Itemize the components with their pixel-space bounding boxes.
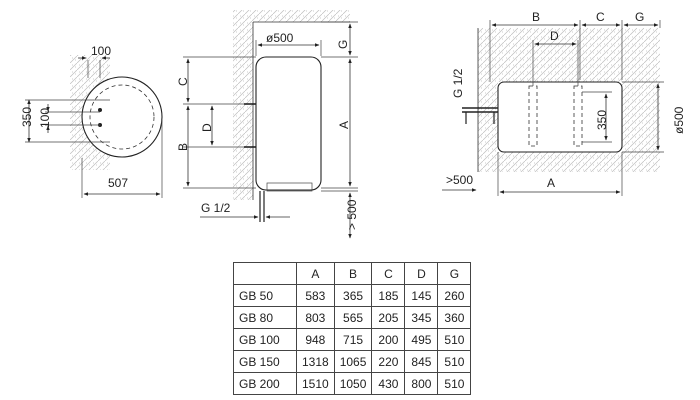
- table-header-cell: [233, 262, 297, 285]
- dim-100-left: 100: [38, 108, 52, 128]
- dim-b-h: B: [532, 10, 540, 24]
- dim-a-h: A: [547, 176, 555, 190]
- dim-g: G: [336, 40, 350, 49]
- side-view: ø500 G A C B D G 1/2 > 500: [176, 10, 359, 239]
- dim-g-h: G: [635, 10, 644, 24]
- table-cell: 220: [371, 350, 406, 373]
- table-cell: 715: [333, 328, 373, 351]
- table-cell: 803: [296, 306, 335, 329]
- inner-circle: [89, 84, 155, 150]
- table-header-row: A B C D G: [233, 262, 472, 285]
- table-cell: 565: [333, 306, 373, 329]
- table-cell: 1510: [296, 372, 335, 395]
- table-cell: 205: [371, 306, 406, 329]
- table-row: GB 150 1318 1065 220 845 510: [233, 350, 472, 373]
- table-cell: 345: [404, 306, 439, 329]
- table-cell: 510: [437, 328, 472, 351]
- table-row: GB 50 583 365 185 145 260: [233, 284, 472, 307]
- table-cell: 430: [371, 372, 406, 395]
- ceiling: [233, 10, 350, 22]
- front-view: 100 350 100 507: [20, 44, 163, 198]
- table-cell: GB 50: [233, 284, 297, 307]
- dim-c-h: C: [596, 10, 605, 24]
- table-cell: 510: [437, 350, 472, 373]
- dim-350: 350: [20, 107, 34, 127]
- dim-350-h: 350: [595, 110, 609, 130]
- dim-d-h: D: [550, 29, 559, 43]
- table-row: GB 200 1510 1050 430 800 510: [233, 372, 472, 395]
- dim-507: 507: [108, 176, 128, 190]
- table-cell: 1318: [296, 350, 335, 373]
- table-row: GB 80 803 565 205 345 360: [233, 306, 472, 329]
- tank-circle: [81, 76, 163, 158]
- dim-diameter-h: ø500: [672, 106, 686, 134]
- table-header-cell: A: [296, 262, 335, 285]
- table-cell: 510: [437, 372, 472, 395]
- table-cell: 1065: [333, 350, 373, 373]
- dim-gthread: G 1/2: [201, 201, 231, 215]
- table-cell: GB 100: [233, 328, 297, 351]
- wall-vertical: [233, 10, 253, 200]
- horizontal-view: B C G D G 1/2 350 ø500 >500 A: [442, 10, 686, 196]
- table-header-cell: D: [404, 262, 439, 285]
- table-cell: 260: [437, 284, 472, 307]
- table-cell: 145: [404, 284, 439, 307]
- dim-d: D: [200, 123, 214, 132]
- dim-diameter: ø500: [266, 31, 294, 45]
- dim-clearance-h: >500: [446, 173, 473, 187]
- table-cell: 845: [404, 350, 439, 373]
- dim-clearance: > 500: [345, 199, 359, 230]
- table-cell: 948: [296, 328, 335, 351]
- table-cell: 583: [296, 284, 335, 307]
- dim-100-top: 100: [91, 44, 111, 58]
- dimensions-table: A B C D G GB 50 583 365 185 145 260 GB 8…: [233, 262, 472, 395]
- pipe-outlet: [98, 108, 102, 112]
- table-cell: 360: [437, 306, 472, 329]
- tank-body: [255, 56, 322, 191]
- table-cell: 800: [404, 372, 439, 395]
- table-header-cell: B: [333, 262, 373, 285]
- table-cell: GB 80: [233, 306, 297, 329]
- table-cell: GB 200: [233, 372, 297, 395]
- table-cell: 200: [371, 328, 406, 351]
- table-header-cell: C: [371, 262, 406, 285]
- dim-gthread-h: G 1/2: [451, 68, 465, 98]
- table-cell: 495: [404, 328, 439, 351]
- dim-b: B: [176, 143, 190, 151]
- dim-c: C: [176, 77, 190, 86]
- table-cell: GB 150: [233, 350, 297, 373]
- table-cell: 1050: [333, 372, 373, 395]
- dim-a: A: [337, 121, 351, 129]
- table-cell: 185: [371, 284, 406, 307]
- table-cell: 365: [333, 284, 373, 307]
- table-header-cell: G: [437, 262, 472, 285]
- tank-base: [266, 182, 313, 192]
- table-row: GB 100 948 715 200 495 510: [233, 328, 472, 351]
